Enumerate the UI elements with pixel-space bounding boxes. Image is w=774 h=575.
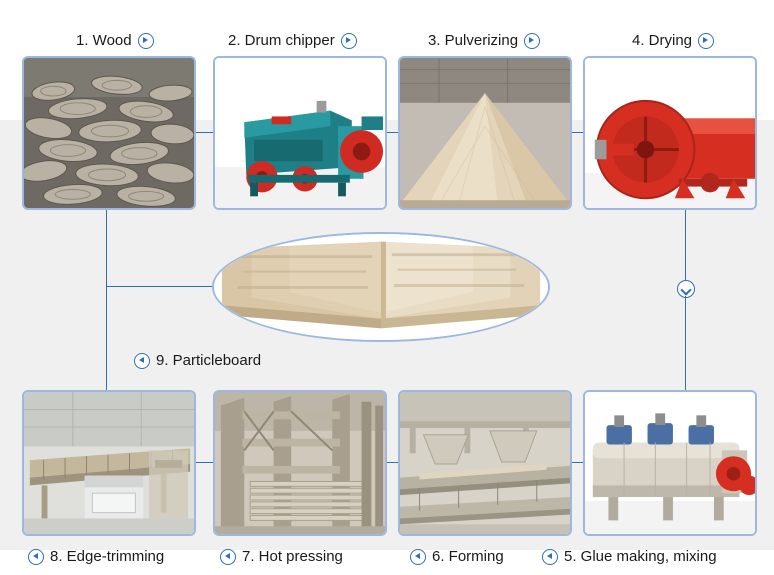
sawdust-pile-photo <box>398 56 572 210</box>
chevron-down-icon <box>677 280 695 298</box>
step-6-to-step-7-connector <box>387 462 398 463</box>
arrow-right-icon <box>698 33 715 50</box>
arrow-left-icon <box>28 549 44 566</box>
step-1-label: 1. Wood <box>76 32 154 50</box>
step-6-label: 6. Forming <box>410 548 504 566</box>
step-7-label: 7. Hot pressing <box>220 548 343 566</box>
step-1-to-step-2-connector <box>196 132 213 133</box>
arrow-left-icon <box>410 549 426 566</box>
step-8-label: 8. Edge-trimming <box>28 548 164 566</box>
hot-press-photo <box>213 390 387 536</box>
step-2-to-step-3-connector <box>387 132 398 133</box>
rotary-dryer-drum-photo <box>583 56 757 210</box>
edge-trimming-saw-photo <box>22 390 196 536</box>
step-4-label: 4. Drying <box>632 32 715 50</box>
logs-pile-photo <box>22 56 196 210</box>
step-7-to-step-8-connector <box>196 462 213 463</box>
particleboard-panels-photo <box>212 232 550 342</box>
step-4-down-connector-a <box>685 210 686 280</box>
step-5-label: 5. Glue making, mixing <box>542 548 717 566</box>
step-2-label: 2. Drum chipper <box>228 32 357 50</box>
arrow-left-icon <box>220 549 236 566</box>
arrow-right-icon <box>340 33 357 50</box>
forming-line-photo <box>398 390 572 536</box>
step-5-to-step-6-connector <box>572 462 583 463</box>
arrow-left-icon <box>542 549 558 566</box>
drum-chipper-machine-photo <box>213 56 387 210</box>
step-3-to-step-4-connector <box>572 132 583 133</box>
arrow-right-icon <box>137 33 154 50</box>
step-4-down-connector-b <box>685 296 686 392</box>
arrow-right-icon <box>524 33 541 50</box>
step-9-left-connector <box>106 286 216 287</box>
arrow-left-icon <box>134 353 150 370</box>
step-8-up-connector <box>106 210 107 390</box>
step-9-label: 9. Particleboard <box>134 352 261 370</box>
step-3-label: 3. Pulverizing <box>428 32 541 50</box>
glue-mixer-machine-photo <box>583 390 757 536</box>
